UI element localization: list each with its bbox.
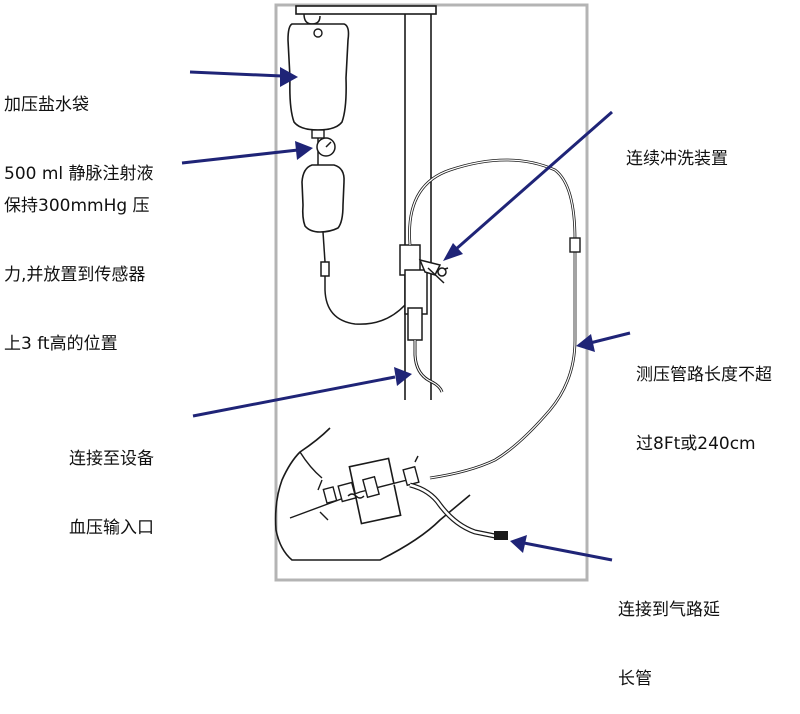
flush-device-label: 连续冲洗装置 (626, 102, 728, 194)
arterial-catheter (289, 455, 420, 521)
monitor-input-label: 连接至设备 血压输入口 (69, 402, 154, 563)
airway-extension-label-line1: 连接到气路延 (618, 600, 720, 620)
pressure-label: 保持300mmHg 压 力,并放置到传感器 上3 ft高的位置 (4, 149, 150, 379)
airway-extension-label: 连接到气路延 长管 (618, 553, 720, 714)
airway-extension-label-line2: 长管 (618, 669, 652, 689)
saline-bag-label-line1: 加压盐水袋 (4, 95, 89, 115)
drip-tubing (320, 231, 411, 325)
monitor-input-label-line1: 连接至设备 (69, 449, 154, 469)
diagram-frame (274, 3, 589, 582)
pressure-gauge (316, 137, 336, 165)
tubing-length-label-line1: 测压管路长度不超 (636, 365, 772, 385)
saline-bag-label-line2: 500 ml 静脉注射液 (4, 164, 154, 184)
iv-pole (404, 14, 432, 400)
monitor-input-label-line2: 血压输入口 (69, 518, 154, 538)
tubing-length-label-line2: 过8Ft或240cm (636, 434, 756, 454)
callout-arrows (181, 67, 631, 562)
iv-hanger-bar (295, 5, 437, 15)
iv-pressure-transducer-diagram (181, 3, 631, 582)
pressure-bag (301, 164, 345, 233)
patient-arm (274, 427, 471, 561)
flush-device-label-line1: 连续冲洗装置 (626, 149, 728, 169)
flush-transducer-assembly (399, 244, 449, 341)
pressure-label-line1: 保持300mmHg 压 (4, 196, 150, 216)
pressure-label-line2: 力,并放置到传感器 (4, 265, 146, 285)
saline-bag-label: 加压盐水袋 500 ml 静脉注射液 (4, 48, 154, 209)
monitor-cable (413, 340, 444, 393)
pressure-tubing (408, 158, 577, 480)
tubing-length-label: 测压管路长度不超 过8Ft或240cm (636, 318, 772, 479)
pressure-label-line3: 上3 ft高的位置 (4, 334, 118, 354)
